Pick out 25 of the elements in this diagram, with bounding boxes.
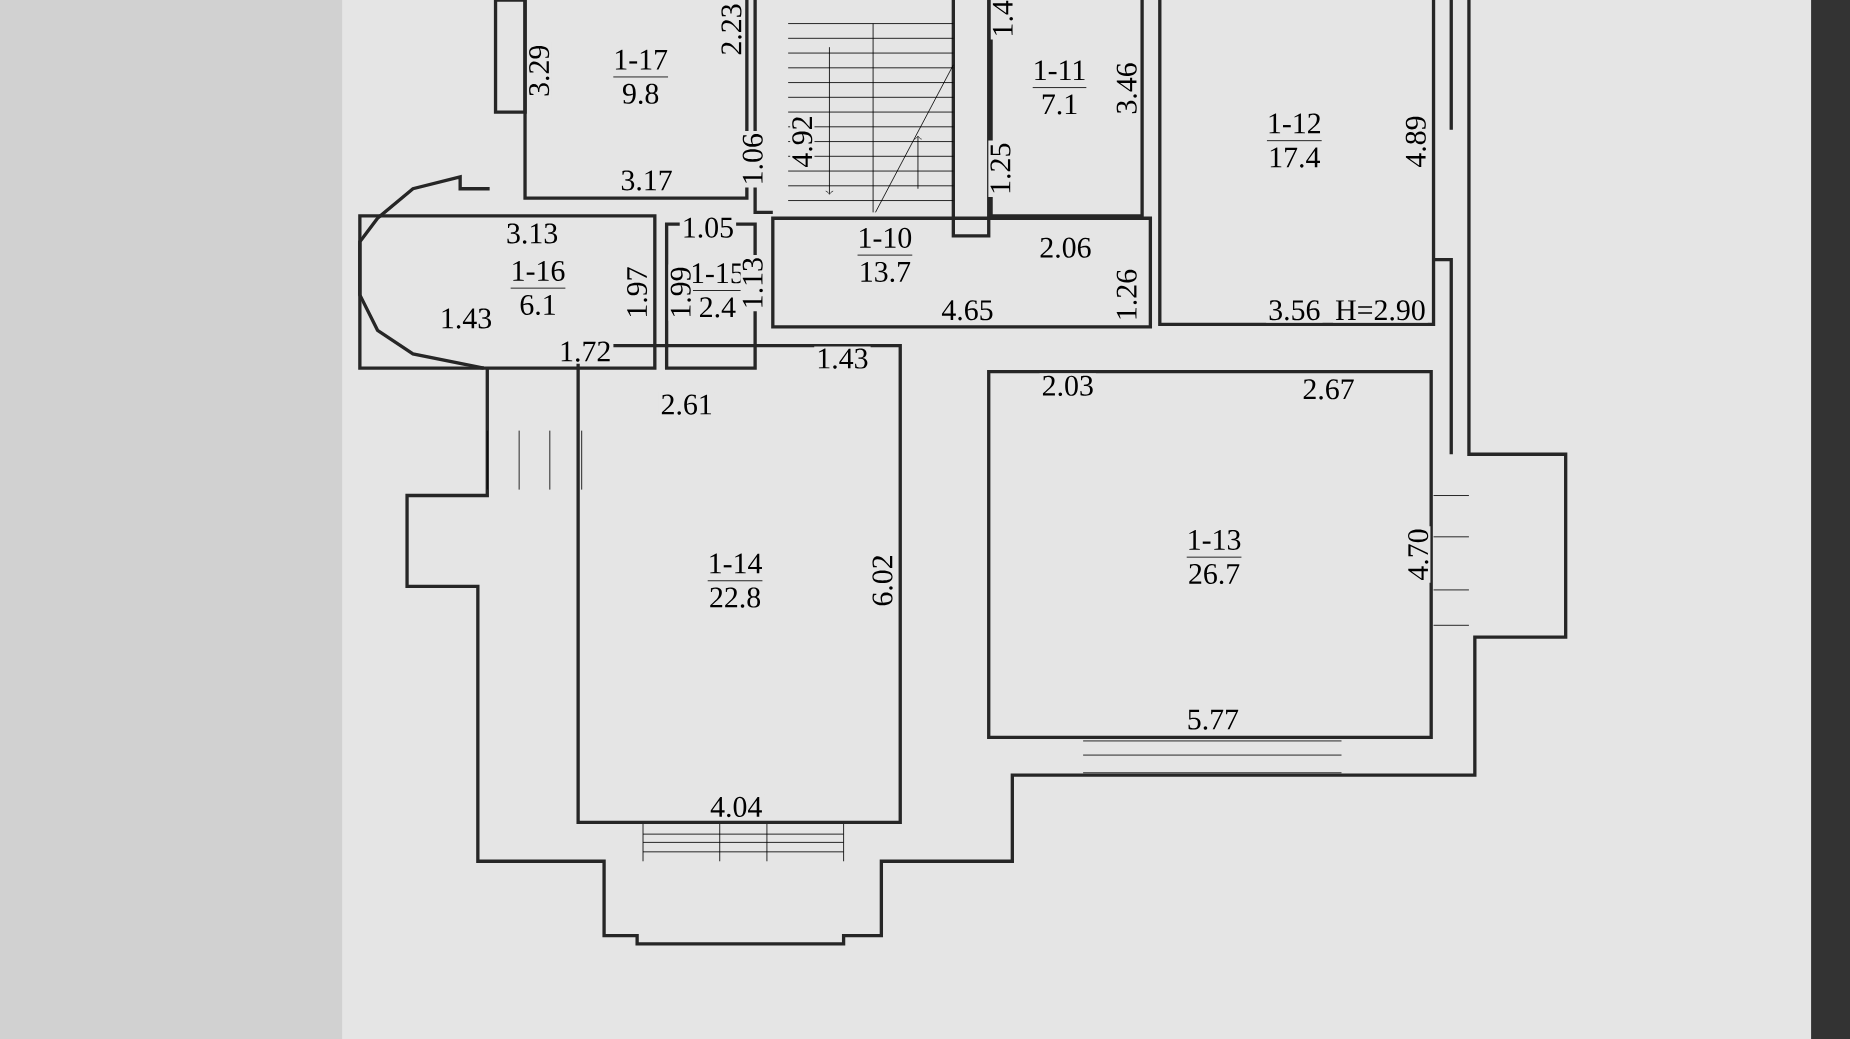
dimension-label: 2.23 bbox=[719, 1, 744, 58]
dimension-label: 6.02 bbox=[870, 552, 895, 609]
dimension-label: 3.46 bbox=[1114, 60, 1139, 117]
dimension-label: 4.65 bbox=[939, 297, 996, 323]
dimension-label: 1.43 bbox=[437, 306, 495, 331]
dimension-label: 4.04 bbox=[708, 794, 765, 819]
dimension-label: 1.43 bbox=[814, 346, 871, 371]
dimension-label: 1.4 bbox=[990, 0, 1016, 40]
dimension-label: 2.67 bbox=[1300, 376, 1357, 402]
dimension-label: H=2.90 bbox=[1333, 297, 1428, 323]
dimension-label: 1.25 bbox=[988, 140, 1013, 197]
dimension-label: 2.61 bbox=[658, 392, 715, 417]
dimension-label: 4.92 bbox=[790, 113, 815, 170]
dimension-label: 4.70 bbox=[1406, 526, 1431, 583]
dimension-label: 3.13 bbox=[503, 221, 561, 246]
dimension-label: 1.97 bbox=[624, 264, 650, 321]
dimension-label: 3.56 bbox=[1266, 297, 1323, 323]
dimension-label: 1.13 bbox=[740, 254, 765, 312]
dimension-label: 2.06 bbox=[1037, 235, 1094, 260]
dimension-label: 3.29 bbox=[527, 42, 552, 99]
dimension-label: 1.05 bbox=[679, 215, 737, 240]
dimension-label: 1.72 bbox=[557, 339, 614, 364]
dimension-label: 1.99 bbox=[668, 264, 693, 321]
dimension-label: 4.89 bbox=[1403, 113, 1429, 170]
dimension-label: 3.17 bbox=[618, 168, 675, 193]
